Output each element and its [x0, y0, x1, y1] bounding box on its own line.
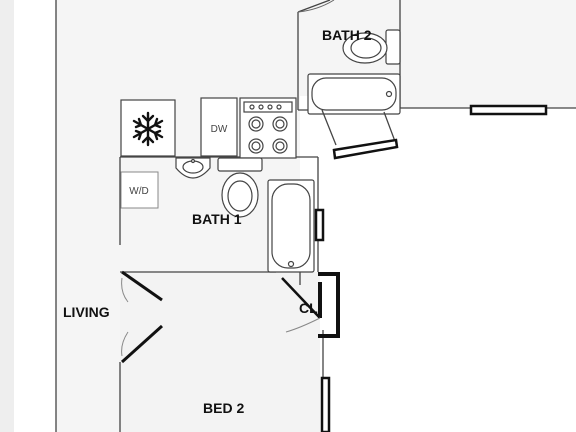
closet-walls	[318, 272, 340, 338]
bath1-sink	[175, 157, 211, 179]
dishwasher-label: DW	[211, 124, 228, 135]
bath2-door-arc	[297, 0, 335, 13]
closet-door-arc	[285, 317, 321, 333]
bed2-double-door	[120, 270, 164, 364]
bed2-door-arcs	[121, 277, 129, 357]
room-label-bed2: BED 2	[203, 400, 244, 416]
bath2-angled-walls	[321, 109, 397, 146]
left-margin-strip	[0, 0, 14, 432]
snowflake-icon	[132, 111, 164, 147]
bath2-toilet	[342, 29, 401, 65]
washer-dryer-label: W/D	[129, 186, 148, 197]
bath1-toilet	[217, 157, 263, 218]
windows	[314, 104, 548, 432]
washer-dryer: W/D	[120, 171, 159, 209]
room-label-bath1: BATH 1	[192, 211, 242, 227]
bath2-tub	[307, 73, 401, 115]
closet-door	[281, 277, 321, 319]
room-label-bath2: BATH 2	[322, 27, 372, 43]
stove	[239, 97, 297, 159]
refrigerator	[120, 99, 176, 157]
room-label-closet: CL	[299, 300, 318, 316]
dishwasher: DW	[200, 97, 238, 157]
room-label-living: LIVING	[63, 304, 110, 320]
bath1-tub	[267, 179, 315, 273]
